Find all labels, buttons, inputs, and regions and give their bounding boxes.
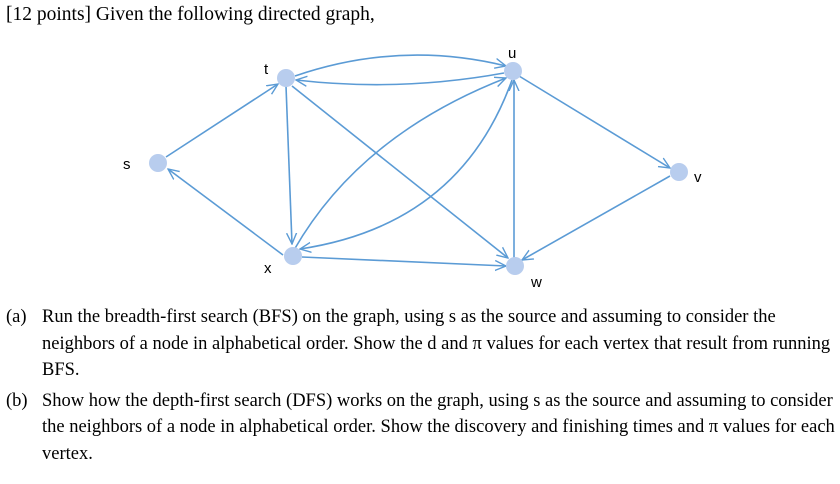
node-label-v: v [694,169,702,186]
part-b-marker: (b) [6,390,28,411]
edge-x-w [301,256,506,266]
edge-u-t [296,72,505,85]
edge-t-x [285,85,292,244]
part-a-marker: (a) [6,307,27,327]
part-a: (a) Run the breadth-first search (BFS) o… [6,304,836,384]
part-b: (b) Show how the depth-first search (DFS… [6,388,836,468]
node-label-x: x [264,260,272,277]
node-w [506,257,524,275]
edge-v-w [522,175,671,260]
directed-graph: s t u v w x [123,45,702,291]
edge-x-s [168,169,284,256]
edge-u-x [300,79,513,249]
problem-heading: [12 points] Given the following directed… [6,4,375,25]
question-parts: (a) Run the breadth-first search (BFS) o… [6,304,836,467]
edge-t-u [294,54,506,77]
node-v [670,163,688,181]
node-x [284,247,302,265]
node-s [149,154,167,172]
edge-s-t [165,84,278,158]
edge-u-v [518,75,670,168]
graph-edges [165,54,671,266]
graph-nodes [149,62,688,275]
node-t [277,69,295,87]
graph-node-labels: s t u v w x [123,45,702,291]
edge-x-u [293,78,506,251]
node-label-t: t [264,61,269,78]
node-label-u: u [508,45,516,62]
part-a-text: Run the breadth-first search (BFS) on th… [42,307,831,380]
node-label-s: s [123,156,131,173]
node-label-w: w [530,274,542,291]
node-u [504,62,522,80]
edge-t-w [291,85,508,258]
part-b-text: Show how the depth-first search (DFS) wo… [42,390,835,464]
